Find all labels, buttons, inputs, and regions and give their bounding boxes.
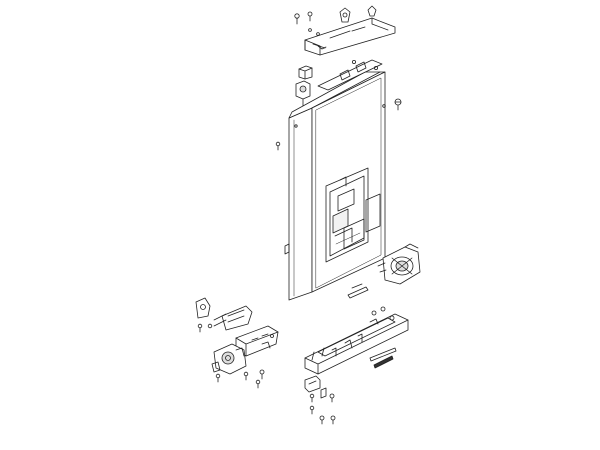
screw-icon bbox=[216, 374, 220, 382]
screw-icon bbox=[244, 372, 248, 380]
top-cap bbox=[296, 66, 312, 108]
heater-tube bbox=[348, 284, 368, 298]
screw-icon bbox=[260, 370, 264, 379]
motor-gear-assembly bbox=[212, 344, 264, 388]
hinge-assembly bbox=[196, 298, 252, 332]
screw-icon bbox=[320, 416, 324, 424]
screw-icon bbox=[276, 142, 280, 150]
control-panel-recess bbox=[326, 168, 380, 262]
screw-icon bbox=[331, 416, 335, 424]
screw-icon bbox=[295, 14, 299, 24]
screw-icon bbox=[310, 406, 314, 414]
screw-icon bbox=[308, 12, 312, 21]
base-frame bbox=[305, 307, 408, 374]
screw-icon bbox=[198, 324, 202, 332]
fasteners bbox=[276, 12, 401, 150]
fasteners bbox=[305, 376, 335, 424]
screw-icon bbox=[330, 394, 334, 402]
screw-icon bbox=[395, 99, 401, 110]
screw-icon bbox=[310, 394, 314, 402]
fan-motor-assembly bbox=[378, 244, 420, 284]
top-bracket bbox=[305, 6, 395, 55]
screw-icon bbox=[208, 324, 212, 328]
screw-icon bbox=[256, 380, 260, 388]
